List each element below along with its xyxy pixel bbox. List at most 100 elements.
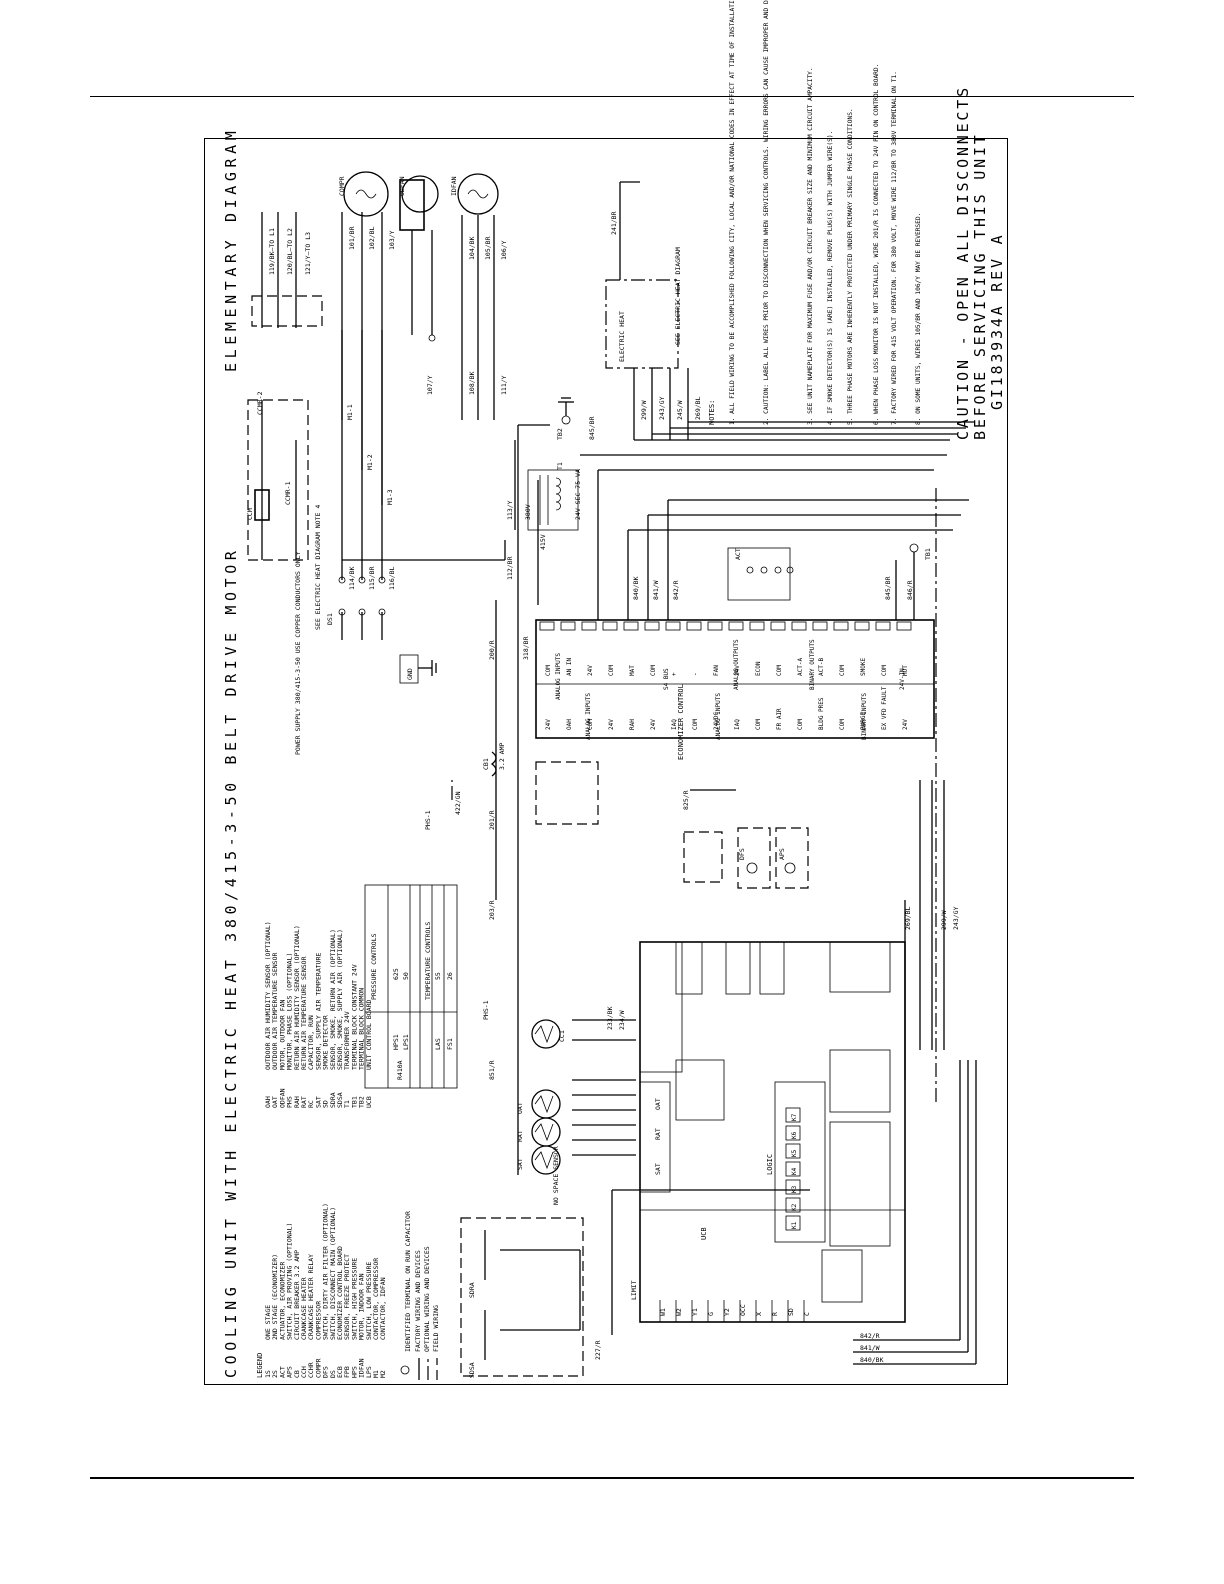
wire-label: 233/BK	[606, 1006, 614, 1030]
legend-code: OAH	[264, 1096, 272, 1108]
relay-icon	[785, 1125, 801, 1141]
economizer-terminal-label: COM	[755, 719, 762, 730]
legend-code: ODFAN	[278, 1088, 286, 1108]
legend-code: 1S	[264, 1370, 272, 1378]
legend-code: OAT	[271, 1096, 279, 1108]
ucb-terminal-label: Y2	[723, 1308, 731, 1316]
relay-label: K5	[791, 1149, 798, 1157]
ucb-terminal-label: Y1	[691, 1308, 699, 1316]
relay-label: K1	[791, 1221, 798, 1229]
compressor-contactor: M1-1 M1-2 M1-3 101/BR 102/BL 103/Y	[341, 212, 396, 505]
legend-description: CAPACITOR, RUN	[307, 1015, 315, 1070]
wire-label: 299/W	[940, 910, 948, 930]
relay-label: K4	[791, 1167, 798, 1175]
wire-label: 101/BR	[348, 226, 356, 250]
economizer-terminal-label: +	[671, 672, 678, 676]
economizer-terminal-label: BLDG PRES	[818, 697, 825, 730]
economizer-terminal-label: COM	[797, 719, 804, 730]
document-number: GI183934A REV A	[988, 233, 1006, 410]
symbol-legend-item: FIELD WIRING	[432, 1305, 440, 1352]
legend-code: RC	[307, 1100, 315, 1108]
note-item: 5. THREE PHASE MOTORS ARE INHERENTLY PRO…	[847, 108, 854, 425]
economizer-group-label: BINARY OUTPUTS	[809, 639, 816, 690]
control-tables: PRESSURE CONTROLS R410A TEMPERATURE CONT…	[364, 884, 458, 1089]
caution-line-1: CAUTION - OPEN ALL DISCONNECTS	[954, 85, 972, 440]
economizer-terminal-label: -	[692, 672, 699, 676]
legend-description: MOTOR, OUTDOOR FAN	[278, 999, 286, 1070]
legend-description: SMOKE DETECTOR	[322, 1015, 330, 1070]
economizer-terminal-label: 24V	[650, 719, 657, 730]
legend-description: UNIT CONTROL BOARD	[365, 999, 373, 1070]
legend-description: ONE STAGE	[264, 1305, 272, 1340]
wire-label: 200/R	[488, 640, 496, 660]
legend-code: M2	[379, 1370, 387, 1378]
legend-code: ACT	[278, 1366, 286, 1378]
table-cell: 55	[434, 972, 442, 980]
legend-code: DFS	[322, 1366, 330, 1378]
t1-label: T1	[556, 462, 564, 470]
legend-description: CONTACTOR, COMPRESSOR	[372, 1258, 380, 1340]
wire-label: 106/Y	[500, 240, 508, 260]
wire-label: 114/BK	[348, 566, 356, 590]
wire-label: 201/R	[488, 810, 496, 830]
relay-icon	[785, 1215, 801, 1231]
logic-block: LOGIC	[766, 1081, 826, 1243]
economizer-terminal-label: SMOKE	[860, 658, 867, 676]
power-supply-label: POWER SUPPLY 380/415-3-50 USE COPPER CON…	[294, 551, 302, 755]
transformer: T1 380V 415V 24V SEC 75 VA 113/Y 112/BR	[342, 440, 582, 580]
terminal-pin	[623, 621, 639, 631]
bottom-bus-wires: 842/R 841/W 840/BK 269/BL 299/W 243/GY	[853, 780, 977, 1365]
note-item: 4. IF SMOKE DETECTOR(S) IS (ARE) INSTALL…	[827, 131, 834, 425]
economizer-terminal-label: EX VFD FAULT	[881, 686, 888, 730]
t1-380-label: 380V	[524, 504, 532, 520]
rat-sensor-icon	[531, 1117, 561, 1147]
legend-description: SWITCH, AIR PROVING (OPTIONAL)	[286, 1223, 294, 1340]
economizer-terminal-label: 24V	[545, 719, 552, 730]
terminal-pin	[875, 621, 891, 631]
economizer-terminal-label: FR AIR	[776, 708, 783, 730]
terminal-pin	[581, 621, 597, 631]
relay-icon	[785, 1107, 801, 1123]
oat-sensor-icon	[531, 1089, 561, 1119]
symbol-legend: IDENTIFIED TERMINAL ON RUN CAPACITOR FAC…	[400, 1211, 440, 1380]
wire-label: 241/BR	[610, 211, 618, 235]
wire-label: 245/W	[676, 400, 684, 420]
ucb-terminal-label: W1	[659, 1308, 667, 1316]
legend-code: CB	[293, 1370, 301, 1378]
economizer-terminal-label: IAQ	[734, 719, 741, 730]
legend-code: HPS	[350, 1366, 358, 1378]
wire-label: 825/R	[682, 790, 690, 810]
legend-description: SWITCH, DIRTY AIR FILTER (OPTIONAL)	[322, 1203, 330, 1340]
economizer-terminal-label: COM	[608, 665, 615, 676]
indoor-fan: IDFAN 104/BK 105/BR 106/Y 107/Y 108/BK 1…	[426, 173, 508, 420]
economizer-terminal-label: ACT-B	[818, 658, 825, 676]
wire-label: 845/BR	[884, 576, 892, 600]
act-label: ACT	[734, 548, 742, 560]
terminal-pin	[833, 621, 849, 631]
legend-code: TB2	[358, 1096, 366, 1108]
economizer-group-label: ANALOG INPUTS	[715, 693, 722, 740]
table-cell: FS1	[446, 1038, 454, 1050]
phs-label: PHS-1	[424, 810, 432, 830]
economizer-terminal-label: 24V	[902, 719, 909, 730]
legend-description: CRANKCASE HEATER	[300, 1277, 308, 1340]
legend-code: UCB	[365, 1096, 373, 1108]
economizer-terminal-label: COM	[587, 719, 594, 730]
circuit-breaker: CB1 3.2 AMP 201/R 203/R	[482, 743, 506, 920]
legend-code: IDFAN	[358, 1358, 366, 1378]
cc1-label: CC1	[558, 1030, 566, 1042]
legend-description: OUTDOOR AIR HUMIDITY SENSOR (OPTIONAL)	[264, 921, 272, 1070]
legend-code: 2S	[271, 1370, 279, 1378]
header-rule	[90, 96, 1134, 97]
legend-description: SENSOR, SMOKE, RETURN AIR (OPTIONAL)	[329, 929, 337, 1070]
legend-description: MOTOR, INDOOR FAN	[358, 1273, 366, 1340]
economizer-terminal-label: 24VDC	[713, 712, 720, 730]
wire-label: 318/BR	[522, 636, 530, 660]
wire-label-l3: 121/Y—TO L3	[304, 232, 312, 275]
wire-label: 108/BK	[468, 371, 476, 395]
tb2-label: TB2	[556, 428, 564, 440]
legend-description: SWITCH, DISCONNECT MAIN (OPTIONAL)	[329, 1207, 337, 1340]
economizer-terminal-label: 24V	[587, 665, 594, 676]
pressure-table-title: PRESSURE CONTROLS	[370, 933, 378, 1000]
